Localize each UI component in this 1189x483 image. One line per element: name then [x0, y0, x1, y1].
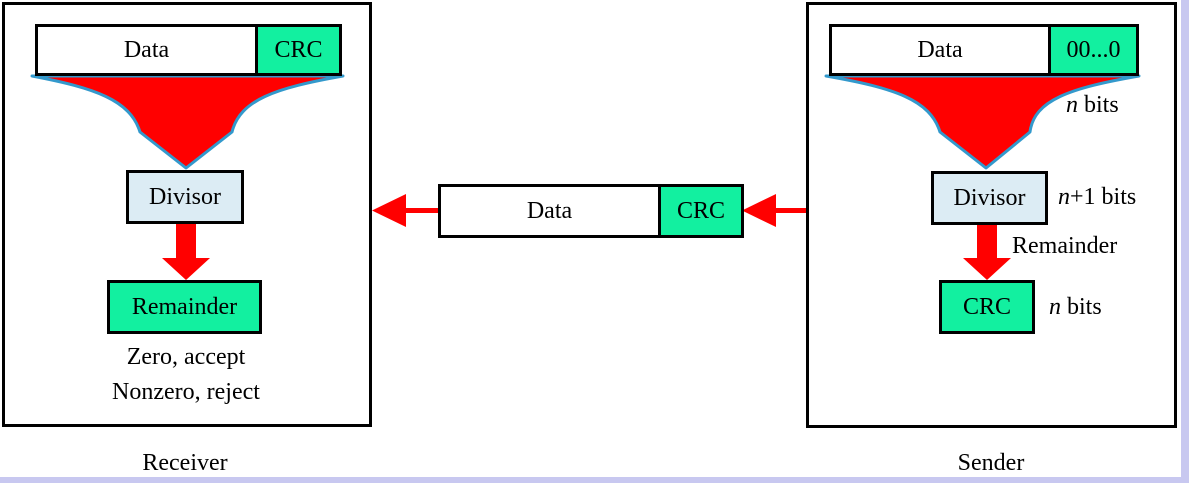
- sender-zeros-label: 00...0: [1066, 36, 1121, 63]
- frame-border-bottom: [0, 477, 1189, 483]
- sender-crc-bits-unit: bits: [1061, 294, 1102, 320]
- sender-zeros-field: 00...0: [1048, 24, 1139, 76]
- frame-border-right: [1181, 0, 1189, 483]
- sender-crc-box: CRC: [939, 280, 1035, 334]
- receiver-divisor-label: Divisor: [149, 183, 221, 210]
- sender-crc-bits-label: n bits: [1049, 294, 1102, 321]
- sender-n-plus1-var: n: [1058, 184, 1070, 210]
- sender-n-plus1-bits-label: n+1 bits: [1058, 184, 1136, 211]
- middle-crc-field: CRC: [658, 184, 744, 238]
- sender-divisor-label: Divisor: [953, 184, 1026, 211]
- sender-n-plus1-unit: +1 bits: [1070, 184, 1137, 210]
- sender-n-bits-unit: bits: [1078, 92, 1119, 118]
- sender-n-bits-label: n bits: [1066, 92, 1119, 119]
- receiver-remainder-box: Remainder: [107, 280, 262, 334]
- sender-data-label: Data: [917, 36, 963, 63]
- sender-data-field: Data: [829, 24, 1051, 76]
- receiver-caption: Receiver: [142, 450, 228, 476]
- receiver-divisor-box: Divisor: [126, 170, 244, 224]
- sender-remainder-label: Remainder: [1012, 233, 1118, 259]
- receiver-crc-field: CRC: [255, 24, 342, 76]
- receiver-data-field: Data: [35, 24, 258, 76]
- middle-data-label: Data: [526, 197, 573, 224]
- sender-crc-label: CRC: [962, 293, 1012, 320]
- middle-crc-label: CRC: [676, 197, 726, 224]
- sender-caption: Sender: [957, 450, 1025, 476]
- receiver-crc-label: CRC: [274, 36, 323, 63]
- sender-n-bits-var: n: [1066, 92, 1078, 118]
- receiver-remainder-label: Remainder: [131, 293, 238, 320]
- sender-divisor-box: Divisor: [931, 171, 1048, 225]
- receiver-data-label: Data: [123, 36, 170, 63]
- receiver-result-zero: Zero, accept: [126, 344, 246, 370]
- receiver-result-nonzero: Nonzero, reject: [112, 379, 260, 405]
- sender-crc-bits-var: n: [1049, 294, 1061, 320]
- middle-data-field: Data: [438, 184, 661, 238]
